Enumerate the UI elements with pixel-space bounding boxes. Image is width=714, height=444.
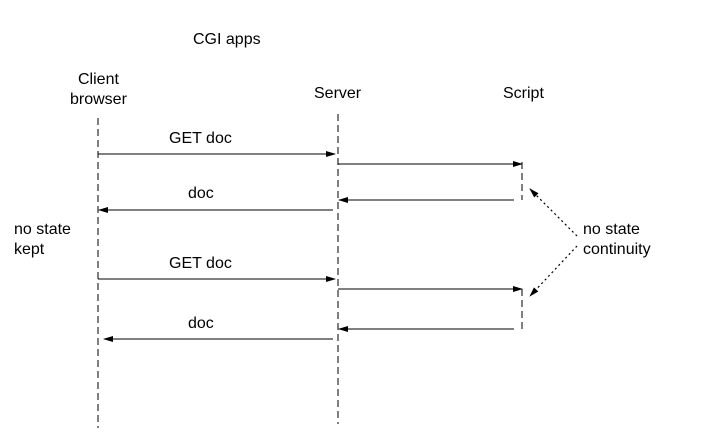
server-lifeline-label: Server — [314, 85, 362, 102]
script-lifeline-label: Script — [503, 85, 544, 102]
dotted-pointer-lower — [529, 245, 578, 297]
message-label-doc-1: doc — [188, 185, 214, 202]
note-no-state-continuity: no state continuity — [583, 221, 651, 258]
dotted-pointer-upper — [529, 188, 578, 237]
message-label-doc-2: doc — [188, 315, 214, 332]
message-label-get-2: GET doc — [169, 255, 232, 272]
message-label-get-1: GET doc — [169, 130, 232, 147]
diagram-title: CGI apps — [193, 31, 261, 48]
note-no-state-kept: no state kept — [14, 221, 71, 258]
client-lifeline-label: Client browser — [70, 71, 127, 108]
